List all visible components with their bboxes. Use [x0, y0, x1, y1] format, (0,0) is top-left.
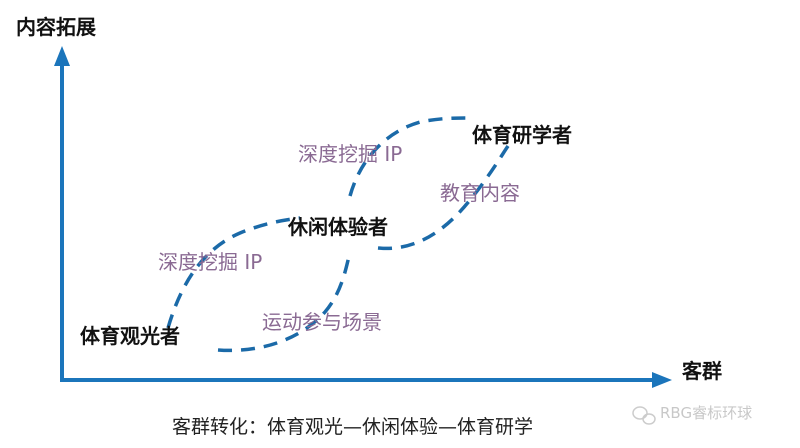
- wechat-icon: [632, 406, 656, 425]
- stage-leisure-experiencer: 休闲体验者: [288, 215, 388, 239]
- y-axis-label: 内容拓展: [16, 15, 96, 39]
- watermark-text: RBG睿标环球: [660, 404, 753, 422]
- stage-sports-researcher: 体育研学者: [472, 123, 572, 147]
- upper-loop-lower-curve: [377, 145, 510, 251]
- note-lower-deep-ip: 深度挖掘 IP: [158, 250, 263, 274]
- lower-loop-upper-curve: [166, 216, 301, 329]
- note-upper-deep-ip: 深度挖掘 IP: [298, 142, 403, 166]
- stage-sports-viewer: 体育观光者: [80, 324, 180, 348]
- y-axis-arrow: [54, 46, 70, 66]
- x-axis-label: 客群: [682, 359, 722, 383]
- upper-loop-upper-curve: [348, 116, 469, 197]
- note-sports-participation: 运动参与场景: [262, 310, 382, 334]
- lower-loop-lower-curve: [217, 251, 352, 353]
- x-axis-arrow: [652, 372, 672, 388]
- note-education-content: 教育内容: [440, 181, 520, 205]
- diagram-caption: 客群转化：体育观光—休闲体验—体育研学: [172, 416, 534, 438]
